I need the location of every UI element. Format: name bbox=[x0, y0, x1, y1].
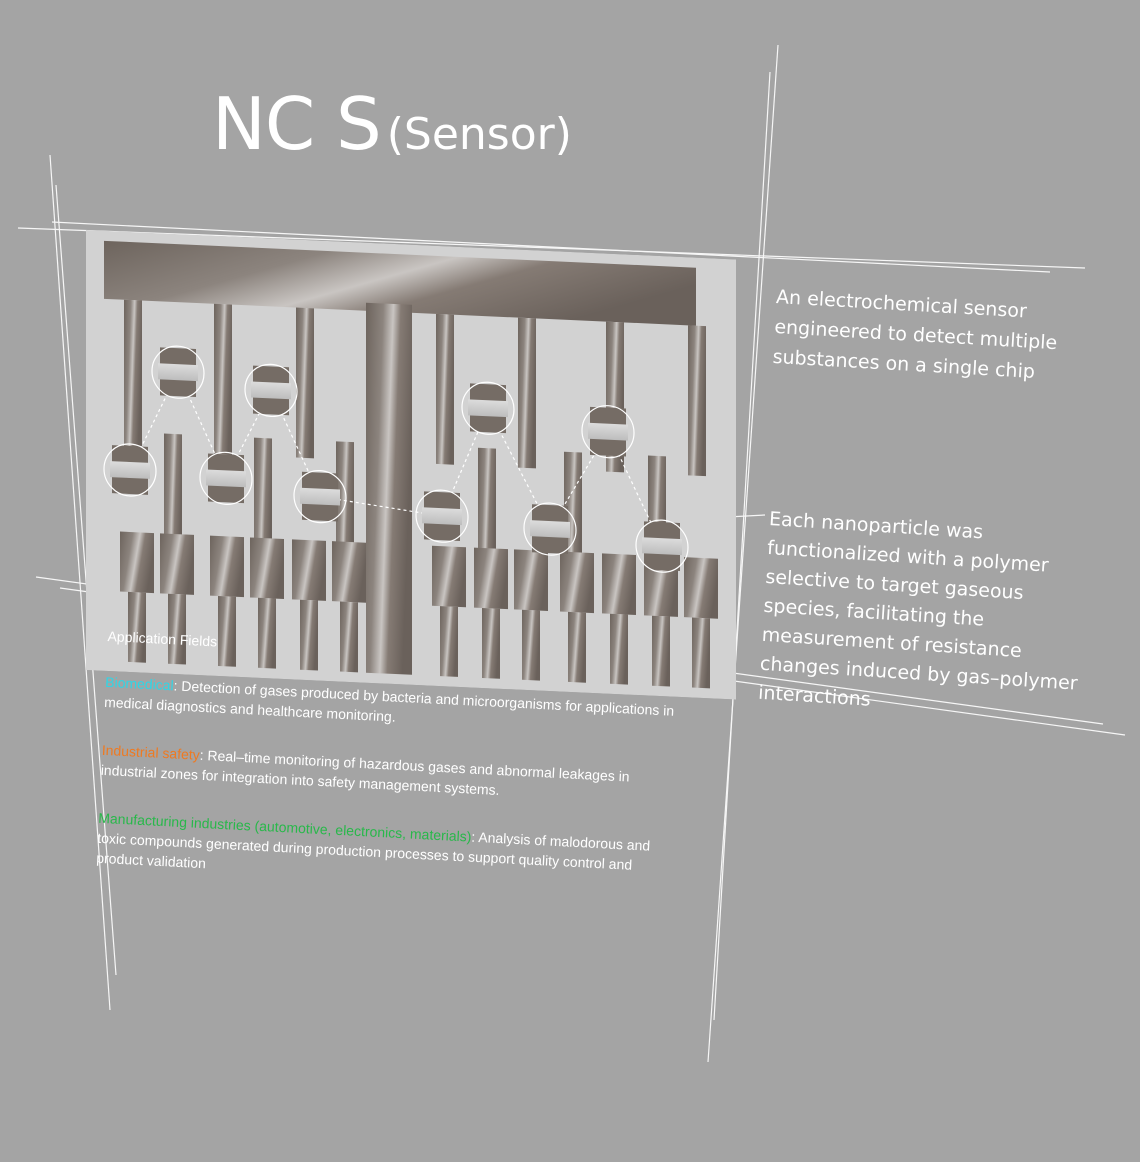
nanoparticle-ring bbox=[151, 345, 205, 399]
electrode-finger bbox=[214, 303, 232, 455]
title-main: NC S bbox=[212, 82, 382, 166]
nanoparticle-ring bbox=[244, 363, 298, 418]
electrode-lead bbox=[258, 597, 276, 669]
electrode-pad bbox=[210, 535, 244, 598]
electrode-finger bbox=[436, 313, 454, 465]
electrode-lead bbox=[522, 609, 540, 681]
nanoparticle-ring bbox=[103, 443, 157, 497]
electrode-pad bbox=[160, 533, 194, 595]
chip-center-trace bbox=[366, 302, 412, 675]
nanoparticle-strip bbox=[468, 399, 508, 418]
nanoparticle-strip bbox=[206, 469, 246, 488]
electrode-pad bbox=[332, 541, 366, 603]
field-industrial-safety: Industrial safety: Real–time monitoring … bbox=[100, 740, 681, 809]
electrode-pad bbox=[432, 545, 466, 608]
nanoparticle-ring bbox=[293, 469, 347, 524]
sensor-chip-image bbox=[86, 230, 736, 700]
electrode-pad bbox=[514, 549, 548, 611]
connection-line bbox=[225, 390, 272, 479]
electrode-finger bbox=[518, 317, 536, 469]
nanoparticle-strip bbox=[422, 507, 462, 526]
nanoparticle-strip bbox=[588, 422, 628, 441]
electrode-pad bbox=[560, 551, 594, 614]
nanoparticle-ring bbox=[199, 451, 253, 505]
electrode-pad bbox=[602, 553, 636, 615]
field-manufacturing: Manufacturing industries (automotive, el… bbox=[96, 808, 678, 897]
field-label: Biomedical bbox=[104, 673, 175, 694]
electrode-lead bbox=[128, 591, 146, 663]
electrode-finger bbox=[296, 307, 314, 459]
nanoparticle-strip bbox=[530, 520, 570, 538]
chip-illustration bbox=[86, 230, 736, 700]
connection-line bbox=[319, 496, 443, 517]
electrode-pad bbox=[644, 555, 678, 617]
field-label: Industrial safety bbox=[101, 741, 201, 763]
electrode-pad bbox=[474, 547, 508, 610]
title-sub: (Sensor) bbox=[386, 109, 572, 160]
electrode-pad bbox=[120, 531, 154, 594]
nanoparticle-ring bbox=[461, 381, 515, 435]
electrode-lead bbox=[568, 611, 586, 683]
nanoparticle-strip bbox=[110, 461, 150, 479]
nanoparticle-ring bbox=[523, 502, 577, 556]
nanoparticle-strip bbox=[251, 381, 291, 400]
connection-line bbox=[487, 407, 551, 530]
electrode-finger bbox=[124, 299, 142, 451]
nanoparticle-ring bbox=[581, 405, 635, 459]
electrode-lead bbox=[652, 615, 670, 687]
field-text: : Detection of gases produced by bacteri… bbox=[103, 677, 675, 725]
electrode-lead bbox=[218, 595, 236, 667]
electrode-pad bbox=[250, 537, 284, 599]
electrode-lead bbox=[692, 617, 710, 689]
field-biomedical: Biomedical: Detection of gases produced … bbox=[104, 672, 685, 741]
nanoparticle-strip bbox=[642, 537, 682, 556]
nanoparticle-strip bbox=[300, 487, 340, 506]
electrode-lead bbox=[300, 599, 318, 671]
nanoparticle-ring bbox=[635, 519, 689, 573]
chip-bus-bar bbox=[104, 240, 696, 326]
electrode-lead bbox=[610, 613, 628, 685]
nanoparticle-ring bbox=[415, 489, 469, 543]
electrode-lead bbox=[482, 607, 500, 679]
electrode-lead bbox=[340, 601, 358, 673]
electrode-lead bbox=[440, 606, 458, 677]
electrode-lead bbox=[168, 593, 186, 665]
nanoparticle-strip bbox=[158, 363, 198, 382]
page-title: NC S(Sensor) bbox=[212, 82, 572, 166]
application-fields: Application Fields Biomedical: Detection… bbox=[94, 628, 687, 925]
electrode-pad bbox=[292, 539, 326, 601]
nanoparticle-description: Each nanoparticle was functionalized wit… bbox=[757, 507, 1079, 711]
electrode-finger bbox=[688, 325, 706, 477]
electrode-pad bbox=[684, 557, 718, 619]
chip-description: An electrochemical sensor engineered to … bbox=[772, 285, 1058, 383]
